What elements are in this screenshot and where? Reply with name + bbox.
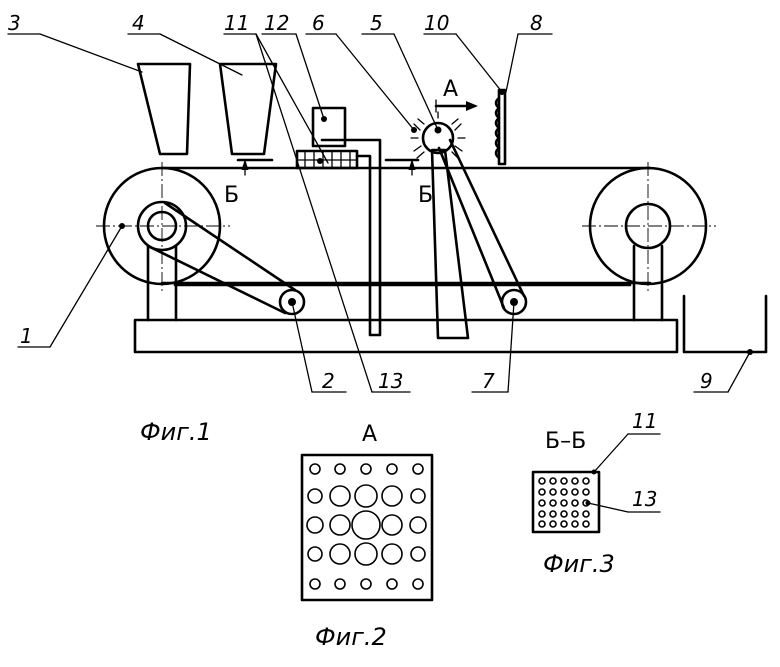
fig1-conveyor: А Б Б	[8, 11, 766, 446]
fig2-view-title: А	[362, 422, 377, 447]
screen-holes	[307, 464, 426, 589]
callout-12: 12	[264, 11, 289, 35]
callout-11: 11	[224, 11, 249, 35]
perforated-plate-11	[297, 151, 357, 168]
callout-11-fig3: 11	[632, 409, 657, 433]
drive-motor-2	[148, 203, 304, 314]
callout-4: 4	[132, 11, 145, 35]
callout-1: 1	[20, 324, 33, 348]
container-9	[684, 296, 766, 352]
caption-fig2: Фиг.2	[315, 623, 387, 651]
cut-mark-right-letter: Б	[418, 183, 433, 208]
view-a-arrow: А	[436, 77, 478, 112]
callout-2: 2	[322, 369, 335, 393]
hopper-3	[138, 64, 190, 154]
callout-13-fig3: 13	[632, 487, 657, 511]
callout-6: 6	[312, 11, 325, 35]
callouts-fig1: 3 4 11 12 6 5 10 8 1 2 13 7 9	[8, 11, 713, 393]
base-frame	[135, 320, 677, 352]
callout-9: 9	[700, 369, 713, 393]
caption-fig1: Фиг.1	[140, 418, 212, 446]
hopper-4	[220, 64, 276, 154]
callout-13: 13	[378, 369, 403, 393]
fig2-perforated-screen: А	[302, 422, 432, 651]
callout-10: 10	[424, 11, 449, 35]
callout-8: 8	[530, 11, 543, 35]
section-holes	[539, 478, 589, 527]
callout-3: 3	[8, 11, 21, 35]
callout-5: 5	[370, 11, 383, 35]
fig3-section: Б–Б 11 13 Фиг.3	[533, 409, 660, 578]
brush-8	[496, 89, 505, 164]
left-drum	[96, 162, 230, 292]
view-a-mark: А	[443, 77, 458, 102]
right-drum	[582, 162, 716, 292]
caption-fig3: Фиг.3	[543, 550, 615, 578]
fig3-section-title: Б–Б	[545, 429, 586, 454]
drive-motor-7	[439, 140, 526, 314]
cut-mark-left-letter: Б	[224, 183, 239, 208]
callout-7: 7	[482, 369, 495, 393]
